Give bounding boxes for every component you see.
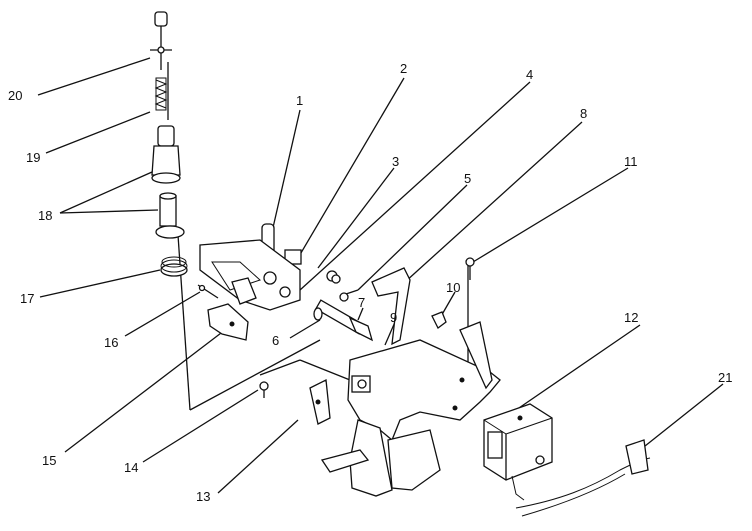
part-17-coil-spring (160, 256, 188, 277)
part-12-solenoid (483, 403, 553, 501)
leader-lines (37, 57, 724, 494)
part-15-bracket (207, 303, 249, 341)
callout-13: 13 (196, 489, 210, 504)
callout-17: 17 (20, 291, 34, 306)
part-19-spring (154, 77, 168, 111)
callout-1: 1 (296, 93, 303, 108)
part-10-clip (431, 311, 447, 329)
callout-12: 12 (624, 310, 638, 325)
assembly-lines (167, 62, 469, 411)
callout-15: 15 (42, 453, 56, 468)
part-14-screw (259, 381, 269, 398)
part-8-bracket (371, 267, 411, 346)
callout-18: 18 (38, 208, 52, 223)
callout-7: 7 (358, 295, 365, 310)
callout-19: 19 (26, 150, 40, 165)
callout-labels: 1 2 3 4 5 6 7 8 9 10 11 12 13 14 15 16 1… (8, 61, 732, 504)
callout-20: 20 (8, 88, 22, 103)
part-18-plunger (151, 125, 185, 239)
callout-14: 14 (124, 460, 138, 475)
callout-4: 4 (526, 67, 533, 82)
callout-16: 16 (104, 335, 118, 350)
part-16-small-pin (197, 284, 219, 299)
callout-5: 5 (464, 171, 471, 186)
part-13-lever-arm (309, 378, 370, 473)
callout-2: 2 (400, 61, 407, 76)
callout-21: 21 (718, 370, 732, 385)
part-20-pin (150, 11, 172, 70)
part-4-5-clips (331, 274, 359, 302)
part-7-link (348, 316, 374, 342)
main-frame (347, 321, 501, 497)
callout-6: 6 (272, 333, 279, 348)
lever-assembly (199, 223, 338, 311)
part-21-connector (515, 439, 651, 517)
callout-3: 3 (392, 154, 399, 169)
callout-8: 8 (580, 106, 587, 121)
callout-11: 11 (624, 154, 638, 169)
callout-10: 10 (446, 280, 460, 295)
callout-9: 9 (390, 310, 397, 325)
part-11-screw (465, 257, 475, 280)
